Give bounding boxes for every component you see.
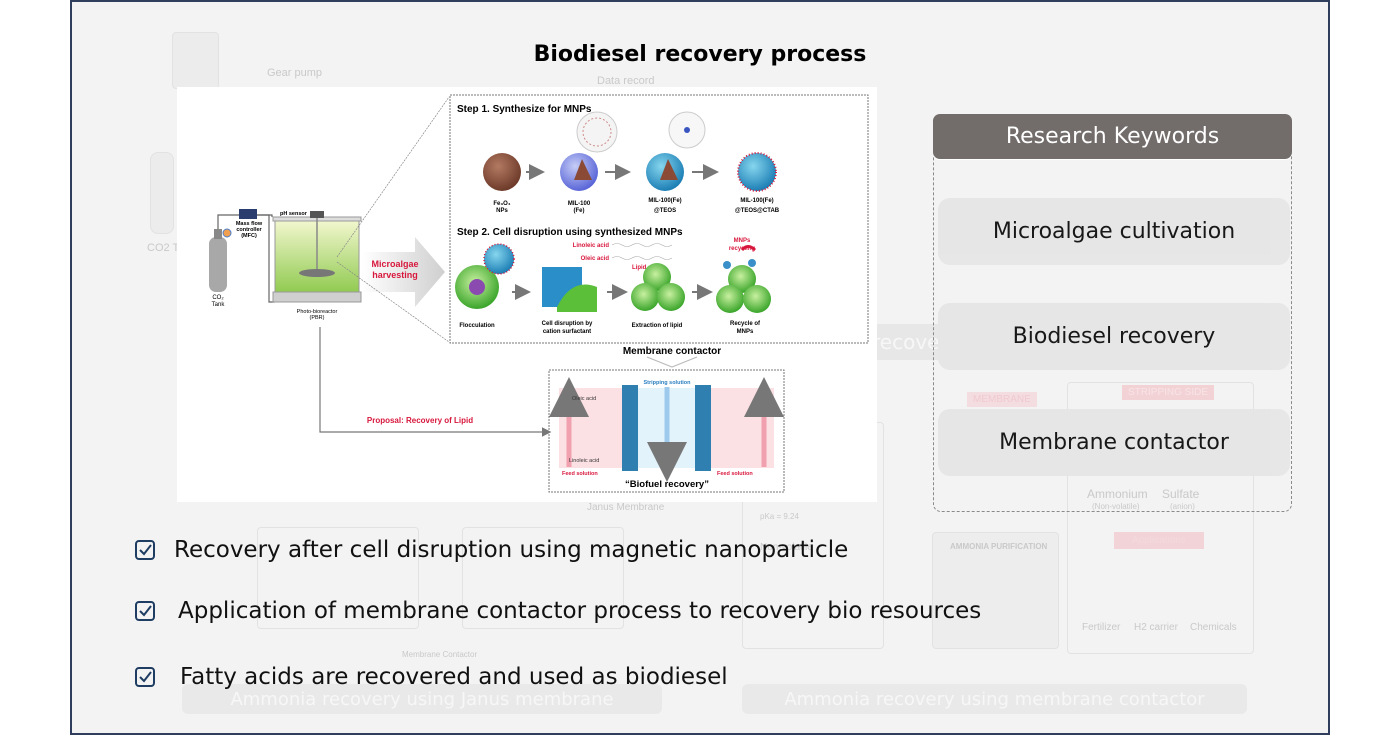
step2-label: Flocculation <box>459 323 495 329</box>
biofuel-recovery-caption: “Biofuel recovery” <box>625 479 709 490</box>
ghost-label: Membrane Contactor <box>402 650 478 659</box>
mnps-recycling-label: MNPs <box>734 238 751 244</box>
co2-tank-icon <box>209 228 232 292</box>
proposal-label: Proposal: Recovery of Lipid <box>367 416 473 425</box>
keyword-item: Microalgae cultivation <box>938 198 1290 265</box>
ghost-label: Non-volatile <box>760 542 813 553</box>
ghost-label: STRIPPING SIDE <box>1122 385 1215 400</box>
process-figure: CO₂ Tank Mass flow controller (MFC) pH s… <box>177 87 877 502</box>
feed-solution-label: Feed solution <box>717 471 753 477</box>
photobioreactor-icon <box>272 211 362 303</box>
oleic-label: Oleic acid <box>581 256 610 262</box>
ghost-label: pKa = 9.24 <box>760 512 799 521</box>
mfc-label: Mass flow <box>236 221 263 227</box>
harvest-arrow-icon <box>362 237 445 307</box>
bullet-text: Application of membrane contactor proces… <box>178 598 982 624</box>
ghost-label: (anion) <box>1170 502 1195 511</box>
ghost-label: Chemicals <box>1190 622 1237 633</box>
harvest-label: harvesting <box>372 270 418 280</box>
step2-label: MNPs <box>737 329 754 335</box>
process-diagram: CO₂ Tank Mass flow controller (MFC) pH s… <box>209 94 869 493</box>
ghost-caption: Ammonia recovery using Janus membrane <box>182 684 662 714</box>
lipid-label: Lipid <box>632 265 647 271</box>
keyword-item: Membrane contactor <box>938 409 1290 476</box>
ghost-label: (Non-volatile) <box>1092 502 1140 511</box>
bullet-text: Fatty acids are recovered and used as bi… <box>180 664 728 690</box>
ghost-label: MEMBRANE <box>967 392 1037 407</box>
step1-label: MIL-100(Fe) <box>648 198 681 204</box>
step2-label: Recycle of <box>730 321 761 327</box>
pbr-label: (PBR) <box>310 315 325 321</box>
step1-label: Fe₃O₄ <box>493 201 510 207</box>
step1-label: @TEOS@CTAB <box>735 208 780 214</box>
checkbox-checked-icon <box>135 601 155 621</box>
step1-title: Step 1. Synthesize for MNPs <box>457 104 592 115</box>
ph-sensor-label: pH sensor <box>280 211 308 217</box>
step2-label: Cell disruption by <box>542 321 593 327</box>
bullet-item: Recovery after cell disruption using mag… <box>134 537 848 563</box>
step1-label: NPs <box>496 208 508 214</box>
membrane-left-icon <box>622 385 638 471</box>
slide-frame: Gear pump Data record CO2 Tank Janus Mem… <box>70 0 1330 735</box>
step2-label: cation surfactant <box>543 329 591 335</box>
membrane-right-icon <box>695 385 711 471</box>
ghost-caption: Ammonia recovery using membrane contacto… <box>742 684 1247 714</box>
bullet-item: Fatty acids are recovered and used as bi… <box>134 664 728 690</box>
mfc-label: (MFC) <box>241 233 257 239</box>
step2-label: Extraction of lipid <box>632 323 683 329</box>
fe3o4-np-icon <box>483 153 521 191</box>
ghost-label: H2 carrier <box>1134 622 1178 633</box>
checkbox-checked-icon <box>135 540 155 560</box>
mfc-label: controller <box>236 227 262 233</box>
step1-label: (Fe) <box>574 208 585 214</box>
ghost-label: Gear pump <box>267 67 323 79</box>
ghost-label: Janus Membrane <box>587 502 665 513</box>
membrane-linoleic-label: Linoleic acid <box>569 458 599 464</box>
step1-label: MIL-100 <box>568 201 591 207</box>
feed-solution-label: Feed solution <box>562 471 598 477</box>
ghost-label: Fertilizer <box>1082 622 1121 633</box>
mil100-teos-ctab-icon <box>737 152 777 192</box>
co2-label: Tank <box>212 302 226 308</box>
bullet-item: Application of membrane contactor proces… <box>134 598 981 624</box>
ghost-label: Ammonium <box>1087 487 1148 501</box>
membrane-oleic-label: Oleic acid <box>572 396 596 402</box>
ghost-label: Sulfate <box>1162 487 1200 501</box>
linoleic-label: Linoleic acid <box>573 243 610 249</box>
step1-label: MIL-100(Fe) <box>740 198 773 204</box>
slide-title: Biodiesel recovery process <box>533 42 867 67</box>
ghost-label: Data record <box>597 75 655 87</box>
lipid-extraction-icon <box>631 263 685 311</box>
keywords-header: Research Keywords <box>933 114 1292 159</box>
co2-label: CO₂ <box>212 295 224 301</box>
pbr-label: Photo-bioreactor <box>297 309 338 315</box>
mnps-recycling-label: recycling <box>729 246 756 252</box>
step1-label: @TEOS <box>654 208 676 214</box>
keyword-item: Biodiesel recovery <box>938 303 1290 370</box>
steps-box <box>449 94 869 344</box>
membrane-contactor-title: Membrane contactor <box>623 346 721 357</box>
checkbox-checked-icon <box>135 667 155 687</box>
mfc-icon <box>239 209 257 219</box>
bullet-text: Recovery after cell disruption using mag… <box>174 537 849 563</box>
ghost-label: AMMONIA PURIFICATION <box>950 542 1048 551</box>
ghost-label: Applications <box>1114 532 1204 549</box>
mnp-recycle-icon <box>716 245 771 313</box>
stripping-solution-label: Stripping solution <box>643 380 691 386</box>
step2-title: Step 2. Cell disruption using synthesize… <box>457 227 683 238</box>
harvest-label: Microalgae <box>371 259 418 269</box>
